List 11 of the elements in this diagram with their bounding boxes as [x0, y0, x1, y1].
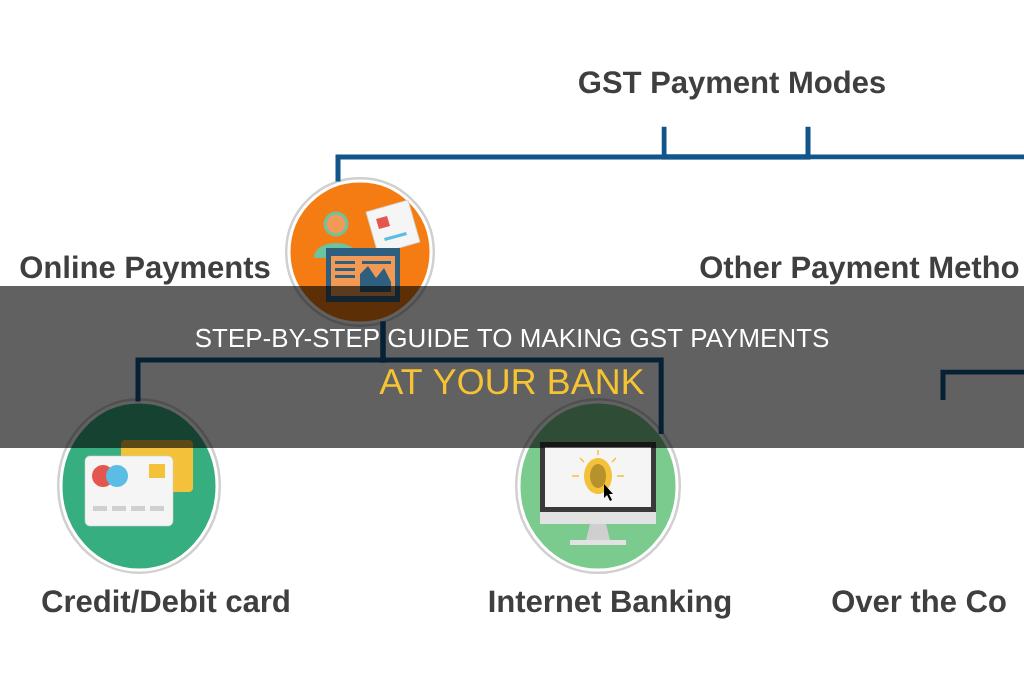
connector-line [380, 321, 664, 434]
connector-line [661, 126, 1024, 160]
category-label: Online Payments [20, 255, 270, 285]
root-label: GST Payment Modes [579, 70, 885, 100]
category-label: Credit/Debit card [42, 589, 289, 613]
category-label: Internet Banking [489, 589, 731, 619]
title-text: STEP-BY-STEP GUIDE TO MAKING GST PAYMENTS [195, 328, 829, 348]
category-label: Other Payment Metho [700, 255, 1019, 285]
title-text: AT YOUR BANK [379, 368, 645, 395]
connector-line [335, 126, 811, 182]
category-label: Over the Co [832, 589, 1006, 613]
